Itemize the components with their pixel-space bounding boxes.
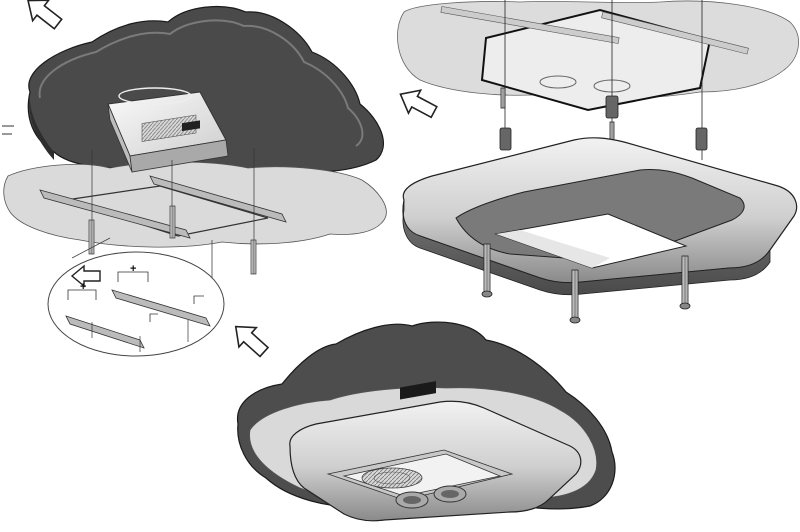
detail-callout: + + <box>47 237 225 357</box>
arrow-upleft-icon <box>399 89 438 119</box>
spacer-icon <box>605 95 619 119</box>
screw-icon <box>91 320 189 352</box>
screw-icon <box>88 219 95 255</box>
vent-grille-icon <box>361 467 423 489</box>
spacer-icon <box>695 127 708 151</box>
screw-icon <box>250 239 257 275</box>
spacer-icon <box>499 127 512 151</box>
arrow-upleft-icon <box>27 0 63 30</box>
interior-frame <box>402 137 798 296</box>
panel-step-1 <box>2 0 387 275</box>
mounting-frame <box>39 175 287 239</box>
panel-step-2 <box>397 0 799 324</box>
panel-step-3 <box>234 321 616 522</box>
measurement-mark-2: + <box>130 263 136 275</box>
arrow-upleft-icon <box>70 264 101 288</box>
arrow-upleft-icon <box>234 325 270 358</box>
bolt-icon <box>569 269 581 324</box>
assembled-unit <box>289 381 582 522</box>
bolt-icon <box>679 255 691 310</box>
ceiling-panel-upper <box>3 161 387 248</box>
mounting-screws <box>88 148 257 275</box>
measurement-mark-1: + <box>80 281 86 293</box>
climate-unit-housing <box>440 6 749 112</box>
mounting-screws <box>481 243 691 324</box>
bolt-icon <box>481 243 493 298</box>
climate-unit-housing <box>107 87 229 173</box>
screw-icon <box>169 205 176 239</box>
